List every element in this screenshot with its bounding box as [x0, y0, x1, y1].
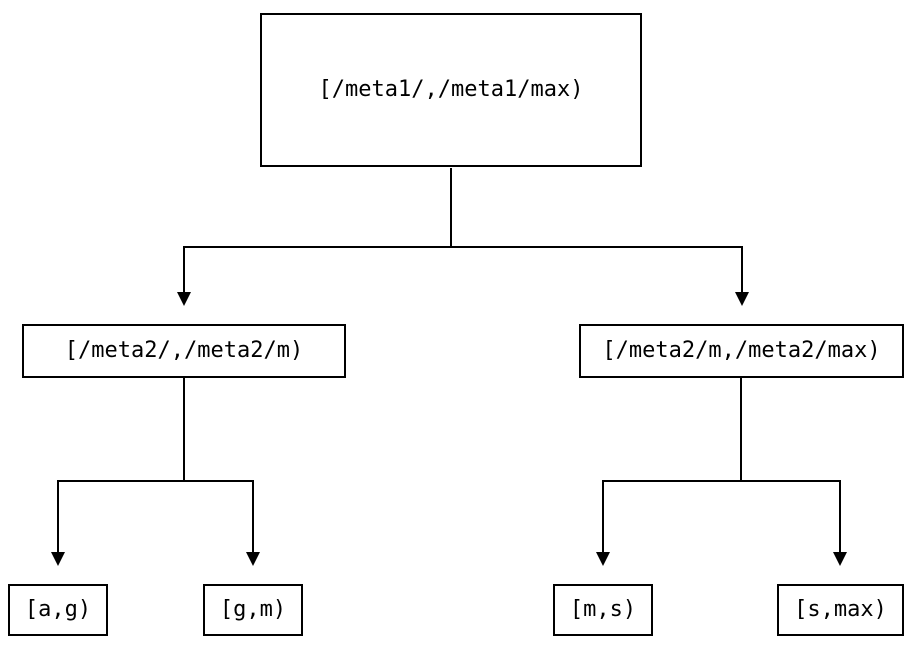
- node-leaf-smax: [s,max): [777, 584, 904, 636]
- node-leaf-gm: [g,m): [203, 584, 303, 636]
- node-root-label: [/meta1/,/meta1/max): [318, 77, 584, 102]
- node-leaf-ms: [m,s): [553, 584, 653, 636]
- node-left-child: [/meta2/,/meta2/m): [22, 324, 346, 378]
- arrow-down-icon: [51, 552, 65, 566]
- connector-right-to-leaves: [602, 378, 841, 553]
- node-root: [/meta1/,/meta1/max): [260, 13, 642, 167]
- arrow-down-icon: [833, 552, 847, 566]
- arrow-down-icon: [246, 552, 260, 566]
- node-right-child: [/meta2/m,/meta2/max): [579, 324, 904, 378]
- connector-left-to-leaves: [57, 378, 254, 553]
- node-leaf-ag: [a,g): [8, 584, 108, 636]
- arrow-down-icon: [177, 292, 191, 306]
- node-right-child-label: [/meta2/m,/meta2/max): [602, 338, 881, 363]
- node-leaf-ag-label: [a,g): [24, 597, 92, 622]
- node-leaf-gm-label: [g,m): [219, 597, 287, 622]
- node-leaf-ms-label: [m,s): [569, 597, 637, 622]
- node-left-child-label: [/meta2/,/meta2/m): [64, 338, 304, 363]
- node-leaf-smax-label: [s,max): [794, 597, 887, 622]
- connector-root-to-children: [183, 168, 743, 293]
- arrow-down-icons: [51, 292, 847, 566]
- arrow-down-icon: [735, 292, 749, 306]
- arrow-down-icon: [596, 552, 610, 566]
